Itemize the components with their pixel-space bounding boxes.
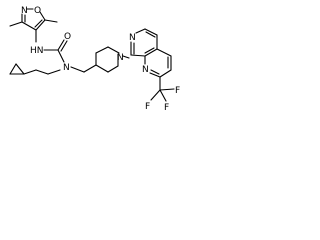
bond	[107, 65, 119, 73]
naphthyridine-nitrogen-1-label: N	[142, 65, 149, 75]
bond	[159, 89, 167, 102]
bond	[144, 47, 155, 54]
isoxazole-nitrogen-label: N	[21, 6, 28, 16]
bond	[9, 63, 17, 75]
bond	[130, 54, 146, 57]
bond	[95, 64, 109, 73]
bond	[149, 72, 161, 78]
molecule-structure-diagram: N O HN O N N N N F F F	[0, 0, 229, 119]
urea-nh-label: HN	[30, 46, 44, 56]
bond	[83, 64, 97, 73]
bond	[159, 69, 172, 78]
bond	[70, 66, 85, 73]
urea-oxygen-label: O	[64, 32, 71, 42]
bond	[23, 69, 37, 75]
bond	[57, 39, 65, 51]
isoxazole-oxygen-label: O	[34, 6, 41, 16]
bond	[35, 19, 46, 31]
bond	[150, 69, 160, 75]
bond	[156, 48, 172, 57]
atom-labels: N O HN O N N N N F F F	[21, 6, 180, 113]
isoxazole-ring	[9, 8, 58, 43]
bond	[34, 19, 43, 28]
bond	[39, 11, 46, 21]
bond	[159, 88, 175, 91]
bond	[57, 49, 65, 63]
bond	[144, 48, 158, 57]
urea-group	[43, 39, 68, 63]
naphthyridine-ring-left	[130, 28, 158, 57]
molecule-svg: N O HN O N N N N F F F	[9, 6, 180, 113]
bond	[107, 46, 120, 54]
bond	[60, 40, 68, 52]
bond	[95, 46, 109, 54]
fluorine-label: F	[145, 102, 150, 112]
bond	[35, 69, 49, 75]
bond	[144, 28, 158, 36]
bond	[122, 55, 130, 59]
bond	[135, 28, 146, 34]
bond	[15, 63, 25, 75]
cyclopropylmethyl-group	[9, 63, 61, 75]
piperidine-nitrogen-label: N	[117, 53, 124, 63]
bond	[47, 69, 61, 75]
methylene-linker	[70, 64, 97, 73]
naphthyridine-ring-right	[144, 48, 172, 78]
bond	[21, 21, 37, 31]
trifluoromethyl-group	[150, 76, 175, 102]
bond	[150, 89, 161, 101]
bond	[145, 31, 156, 38]
naphthyridine-nitrogen-6-label: N	[129, 33, 136, 43]
fluorine-label: F	[175, 86, 180, 96]
bond	[9, 21, 23, 27]
bond	[44, 19, 58, 23]
piperidine-ring	[95, 46, 130, 73]
urea-nitrogen-label: N	[63, 63, 70, 73]
fluorine-label: F	[164, 103, 169, 113]
